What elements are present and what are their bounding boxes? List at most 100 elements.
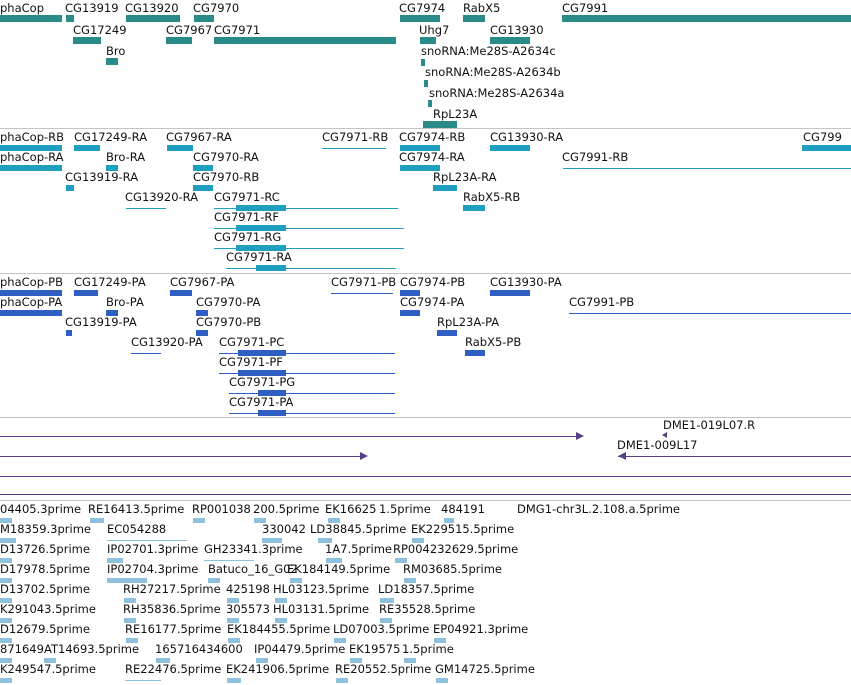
est-bar[interactable] <box>0 618 12 623</box>
est-bar[interactable] <box>444 518 454 523</box>
gene-cg7970-bar[interactable] <box>194 15 214 22</box>
est-line[interactable] <box>204 560 254 561</box>
est-bar[interactable] <box>228 638 240 643</box>
protein-cg7971-pa-line[interactable] <box>229 413 395 414</box>
gene-rabx5-bar[interactable] <box>463 15 485 22</box>
protein-cg17249-pa-bar[interactable] <box>74 290 98 296</box>
gene-cg7991-bar[interactable] <box>562 15 851 22</box>
protein-bro-pa-bar[interactable] <box>106 310 118 316</box>
transcript-cg7971-rc-line[interactable] <box>214 208 398 209</box>
est-bar[interactable] <box>0 638 12 643</box>
transcript-cg7971-rc-bar[interactable] <box>236 205 286 211</box>
est-bar[interactable] <box>156 658 170 663</box>
est-bar[interactable] <box>404 658 416 663</box>
gene-phacop-bar[interactable] <box>0 15 62 22</box>
est-bar[interactable] <box>126 638 138 643</box>
transcript-cg7971-rg-line[interactable] <box>214 248 404 249</box>
protein-cg7971-pc-bar[interactable] <box>238 350 286 356</box>
protein-rabx5-pb-bar[interactable] <box>465 350 485 356</box>
protein-cg7971-pf-line[interactable] <box>219 373 395 374</box>
transcript-cg7970-ra-bar[interactable] <box>193 165 213 171</box>
bac-line-2[interactable] <box>0 456 366 457</box>
protein-cg13919-pa-bar[interactable] <box>66 330 72 336</box>
protein-cg7971-pb-line[interactable] <box>331 293 393 294</box>
protein-cg7974-pa-bar[interactable] <box>400 310 420 316</box>
protein-cg7971-pf-bar[interactable] <box>238 370 286 376</box>
protein-phacop-pb-bar[interactable] <box>0 290 62 296</box>
gene-cg17249-bar[interactable] <box>73 37 101 44</box>
est-bar[interactable] <box>404 578 416 583</box>
est-bar[interactable] <box>254 518 266 523</box>
gene-snorna-c-bar[interactable] <box>421 59 425 66</box>
est-bar[interactable] <box>326 558 342 563</box>
est-bar[interactable] <box>0 558 12 563</box>
protein-cg7970-pb-bar[interactable] <box>196 330 208 336</box>
bac-line-4[interactable] <box>0 476 851 477</box>
est-bar[interactable] <box>328 518 340 523</box>
protein-cg13920-pa-line[interactable] <box>131 353 161 354</box>
gene-bro-bar[interactable] <box>106 58 118 65</box>
gene-cg7971-bar[interactable] <box>214 37 396 44</box>
est-bar[interactable] <box>227 598 239 603</box>
est-bar[interactable] <box>193 518 205 523</box>
est-bar[interactable] <box>124 618 136 623</box>
gene-snorna-b-bar[interactable] <box>424 80 428 87</box>
est-bar[interactable] <box>0 598 12 603</box>
protein-rpl23a-pa-bar[interactable] <box>437 330 457 336</box>
est-bar[interactable] <box>318 538 332 543</box>
protein-cg7971-pc-line[interactable] <box>219 353 395 354</box>
transcript-cg13919-ra-bar[interactable] <box>66 185 74 191</box>
est-bar[interactable] <box>90 518 104 523</box>
transcript-rpl23a-ra-bar[interactable] <box>433 185 457 191</box>
transcript-cg7970-rb-bar[interactable] <box>193 185 213 191</box>
protein-cg7974-pb-bar[interactable] <box>400 290 420 296</box>
transcript-cg7991-rb-line[interactable] <box>563 168 851 169</box>
transcript-phacop-rb-bar[interactable] <box>0 145 62 151</box>
est-bar[interactable] <box>434 638 446 643</box>
transcript-phacop-ra-bar[interactable] <box>0 165 62 171</box>
transcript-cg7971-rb-line[interactable] <box>322 148 386 149</box>
est-bar[interactable] <box>412 538 424 543</box>
est-bar[interactable] <box>0 518 12 523</box>
gene-cg13920-bar[interactable] <box>126 15 180 22</box>
transcript-cg7971-ra-bar[interactable] <box>256 265 286 271</box>
gene-cg13930-bar[interactable] <box>490 37 530 44</box>
est-bar[interactable] <box>107 558 123 563</box>
gene-snorna-a-bar[interactable] <box>428 100 432 107</box>
protein-cg7971-pg-line[interactable] <box>229 393 395 394</box>
est-bar[interactable] <box>0 578 12 583</box>
protein-cg7970-pa-bar[interactable] <box>196 310 208 316</box>
est-bar[interactable] <box>124 598 136 603</box>
transcript-cg7971-rf-bar[interactable] <box>236 225 286 231</box>
transcript-rabx5-rb-bar[interactable] <box>463 205 485 211</box>
bac-line-1[interactable] <box>0 436 582 437</box>
transcript-cg7971-ra-line[interactable] <box>226 268 396 269</box>
protein-cg7971-pa-bar[interactable] <box>258 410 286 416</box>
est-bar[interactable] <box>380 618 392 623</box>
protein-phacop-pa-bar[interactable] <box>0 310 62 316</box>
est-bar[interactable] <box>44 658 56 663</box>
est-bar[interactable] <box>0 538 16 543</box>
transcript-bro-ra-bar[interactable] <box>106 165 118 171</box>
est-bar[interactable] <box>227 678 241 683</box>
protein-cg7971-pg-bar[interactable] <box>258 390 286 396</box>
transcript-cg7967-ra-bar[interactable] <box>167 145 193 151</box>
gene-rpl23a-bar[interactable] <box>423 121 457 128</box>
est-line[interactable] <box>125 680 161 681</box>
est-bar[interactable] <box>262 538 282 543</box>
transcript-cg7971-rf-line[interactable] <box>214 228 404 229</box>
est-bar[interactable] <box>256 658 268 663</box>
est-bar[interactable] <box>436 678 448 683</box>
est-bar[interactable] <box>380 598 394 603</box>
est-bar[interactable] <box>350 658 362 663</box>
transcript-cg7974-rb-bar[interactable] <box>400 145 440 151</box>
protein-cg13930-pa-bar[interactable] <box>490 290 530 296</box>
gene-cg13919-bar[interactable] <box>66 15 74 22</box>
transcript-cg7971-rg-bar[interactable] <box>236 245 286 251</box>
est-bar[interactable] <box>227 618 239 623</box>
gene-cg7967-bar[interactable] <box>166 37 192 44</box>
bac-line-3[interactable] <box>618 456 851 457</box>
transcript-cg13920-ra-line[interactable] <box>126 208 166 209</box>
gene-uhg7-bar[interactable] <box>420 37 436 44</box>
est-bar[interactable] <box>334 638 346 643</box>
